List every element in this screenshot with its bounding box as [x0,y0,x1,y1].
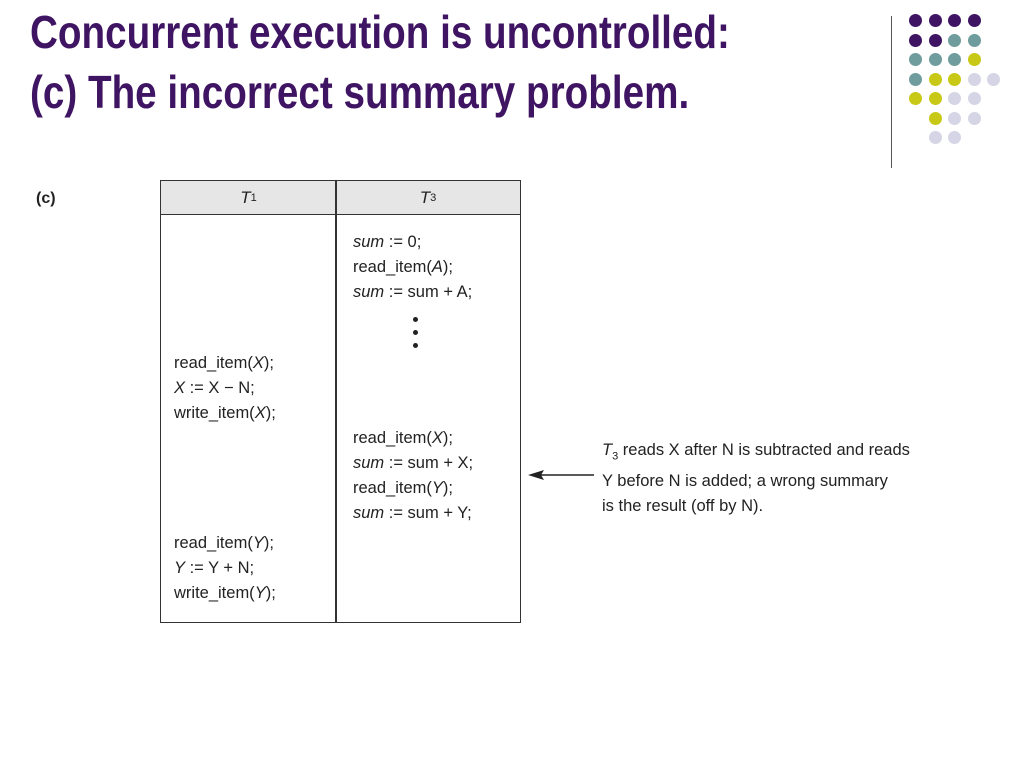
t1-name: T [240,187,251,207]
decorative-dot [909,53,922,66]
decorative-dot [967,111,981,125]
decorative-dot [948,92,961,105]
decorative-dot [928,111,942,125]
decorative-dot [928,72,942,86]
decorative-dot [967,53,981,66]
t3-op: sum := sum + X; [353,454,474,472]
annotation-text: T3 reads X after N is subtracted and rea… [602,438,982,519]
decorative-dot [909,72,922,86]
decorative-dot [948,14,961,27]
decorative-dot [948,111,961,125]
decorative-dot [967,33,981,47]
t3-op: sum := sum + A; [353,283,473,301]
decorative-dot [948,131,961,144]
t3-name: T [419,187,431,207]
t3-op: read_item(X); [353,429,453,447]
decorative-dot [967,72,981,86]
t1-op: X := X − N; [174,379,255,397]
annotation-line-3: is the result (off by N). [602,497,764,516]
t1-op: write_item(X); [174,404,276,422]
title-line-2: (c) The incorrect summary problem. [30,66,690,118]
t1-op: read_item(X); [174,354,274,372]
decorative-dot [948,72,961,86]
t1-op: Y := Y + N; [174,559,255,577]
figure-label: (c) [36,190,56,207]
slide-title: Concurrent execution is uncontrolled: (c… [30,2,736,122]
t1-subscript: 1 [250,191,257,204]
t3-op: sum := 0; [353,233,422,251]
title-divider [891,16,892,168]
decorative-dot [909,14,922,27]
decorative-dot [928,131,942,144]
arrow-left-icon [528,470,594,480]
annotation-line-2: Y before N is added; a wrong summary [602,472,888,491]
decorative-dot [967,92,981,105]
decorative-dot [928,14,942,27]
decorative-dot [967,14,981,27]
decorative-dot [987,72,1000,86]
decorative-dot [948,53,961,66]
decorative-dot [909,92,922,105]
t3-op: read_item(Y); [353,479,453,497]
decorative-dot [928,33,942,47]
t1-op: write_item(Y); [174,584,276,602]
t3-op: read_item(A); [353,258,453,276]
decorative-dot [928,53,942,66]
t3-subscript: 3 [430,191,437,204]
decorative-dot [948,33,961,47]
t3-op: sum := sum + Y; [353,504,472,522]
column-separator [335,181,337,622]
t1-op: read_item(Y); [174,534,274,552]
decorative-dot [928,92,942,105]
title-line-1: Concurrent execution is uncontrolled: [30,6,730,58]
decorative-dot [909,33,922,47]
annotation-line-1: T3 reads X after N is subtracted and rea… [602,441,910,463]
